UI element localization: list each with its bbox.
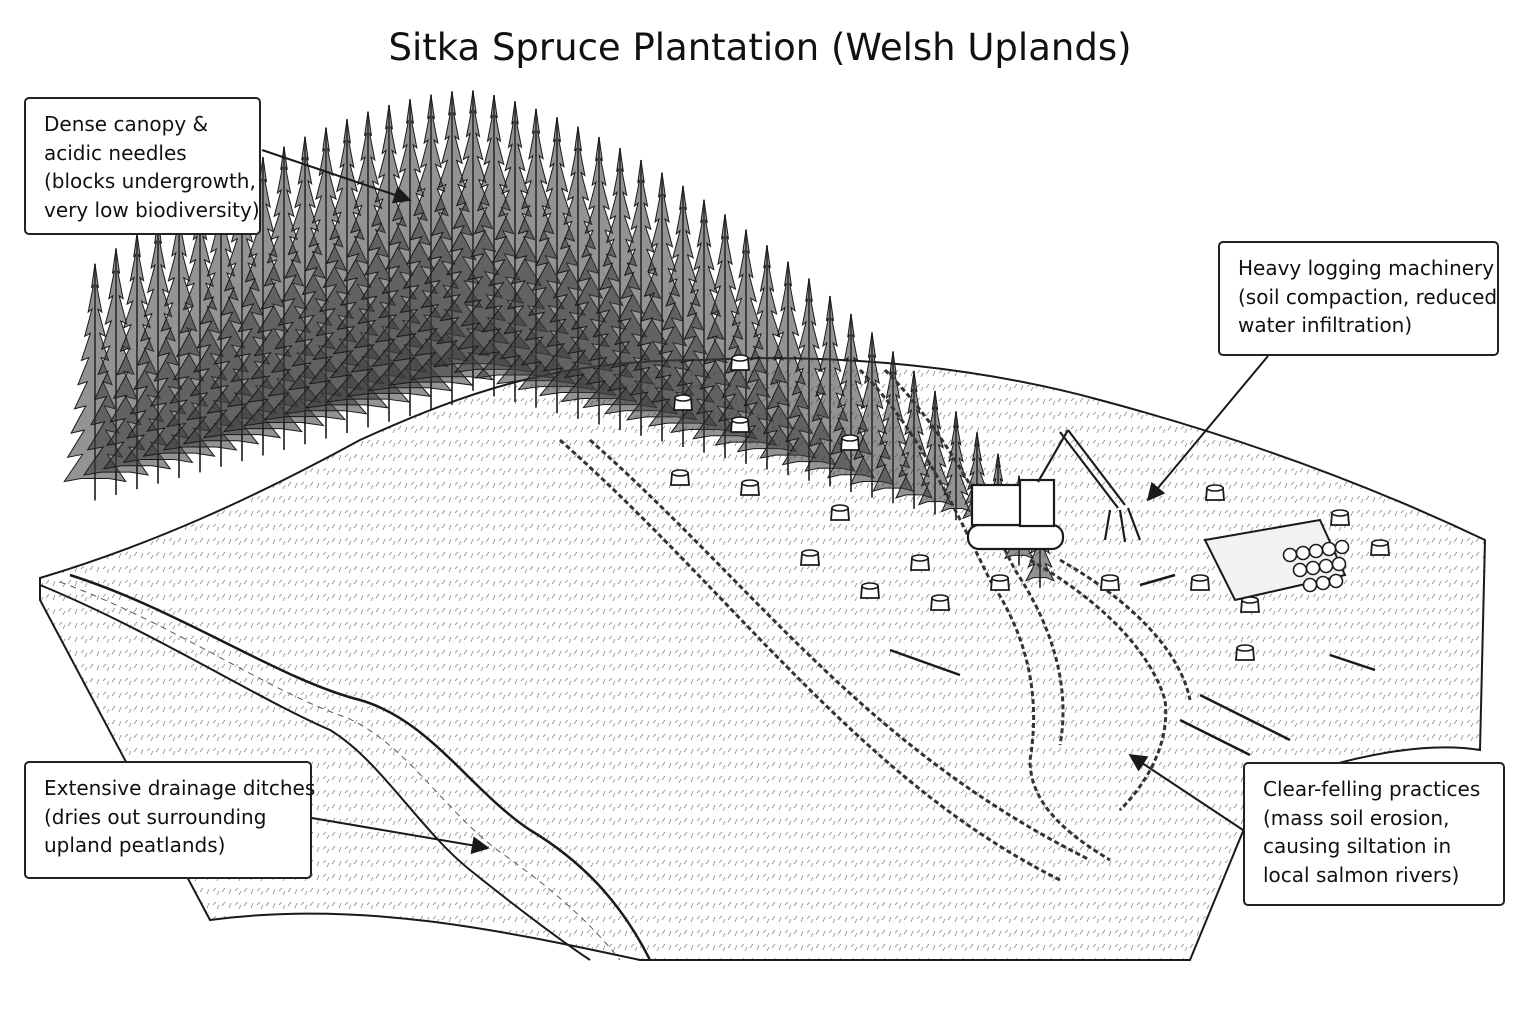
callout-line: very low biodiversity) (44, 197, 260, 222)
spruce-tree (781, 278, 837, 481)
callout-line: (soil compaction, reduced (1238, 284, 1498, 309)
tree-stump-top (1206, 484, 1224, 492)
callout-line: causing siltation in (1263, 834, 1452, 858)
tree-stump-top (1101, 574, 1119, 582)
log-end (1328, 573, 1344, 589)
tree-stump-top (731, 416, 749, 424)
callout-line: local salmon rivers) (1263, 862, 1460, 887)
callout-canopy: Dense canopy & acidic needles (blocks un… (24, 97, 261, 235)
tree-stump-top (671, 469, 689, 477)
callout-line: (dries out surrounding (44, 804, 267, 829)
log-end (1302, 577, 1318, 593)
hillside (39, 357, 1487, 961)
excavator-harvester (966, 429, 1142, 551)
log-end (1318, 558, 1334, 574)
spruce-tree (849, 332, 895, 498)
log-end (1292, 562, 1308, 578)
callout-line: acidic needles (44, 140, 187, 165)
spruce-tree (917, 390, 953, 515)
tree-stump-top (1371, 539, 1389, 547)
callout-line: upland peatlands) (44, 833, 226, 857)
log-pile (1203, 518, 1350, 602)
canopy-arrow (261, 149, 412, 204)
drainage-arrow (311, 817, 490, 855)
tree-stump-top (801, 549, 819, 557)
machinery-arrow (1146, 355, 1269, 502)
tree-stump-top (831, 504, 849, 512)
callout-line: (mass soil erosion, (1263, 805, 1450, 830)
callout-line: Heavy logging machinery (1238, 256, 1495, 280)
callout-clearfell: Clear-felling practices (mass soil erosi… (1243, 762, 1505, 906)
tree-stump-top (861, 582, 879, 590)
log-end (1305, 560, 1321, 576)
tyre-tracks (559, 368, 1192, 882)
tree-stump-top (731, 354, 749, 362)
tree-stump-top (1191, 574, 1209, 582)
log-end (1295, 545, 1311, 561)
tree-stump-top (741, 479, 759, 487)
callout-line: Dense canopy & (44, 112, 209, 136)
callout-line: water infiltration) (1238, 313, 1413, 337)
tree-stump-top (841, 434, 859, 442)
drainage-ditch (69, 573, 652, 961)
tree-stump-top (931, 594, 949, 602)
callout-line: Clear-felling practices (1263, 777, 1481, 801)
log-end (1315, 575, 1331, 591)
log-end (1308, 543, 1324, 559)
callout-drainage: Extensive drainage ditches (dries out su… (24, 761, 316, 879)
log-end (1282, 547, 1298, 563)
tree-stump-top (991, 574, 1009, 582)
callout-machinery: Heavy logging machinery (soil compaction… (1218, 241, 1499, 356)
felled-logs-scattered (889, 573, 1376, 757)
diagram-title: Sitka Spruce Plantation (Welsh Uplands) (388, 26, 1132, 69)
tree-stumps (670, 354, 1390, 661)
log-end (1331, 556, 1347, 572)
callout-line: (blocks undergrowth, (44, 169, 256, 193)
log-end (1321, 541, 1337, 557)
clearfell-arrow (1128, 754, 1244, 831)
log-end (1334, 539, 1350, 555)
spruce-tree (804, 295, 856, 487)
tree-stump-top (1331, 509, 1349, 517)
tree-stump-top (911, 554, 929, 562)
tree-stump-top (674, 394, 692, 402)
callout-line: Extensive drainage ditches (44, 776, 316, 800)
tree-stump-top (1236, 644, 1254, 652)
